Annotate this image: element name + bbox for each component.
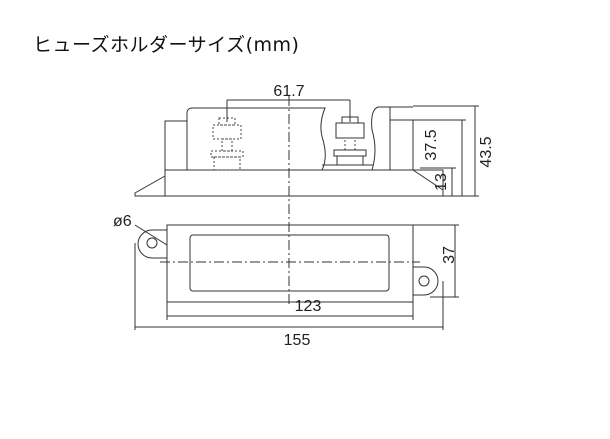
dim-body-height: 37.5 (423, 129, 440, 160)
right-mount-tab (413, 266, 439, 296)
page-title: ヒューズホルダーサイズ(mm) (33, 34, 300, 56)
dim-hole-diameter: ø6 (113, 213, 132, 230)
base (164, 169, 444, 197)
terminal-left (210, 117, 244, 171)
dim-base-height: 13 (433, 173, 450, 191)
right-block (389, 119, 414, 171)
dim-total-length: 155 (284, 332, 311, 349)
outer-body (166, 224, 414, 303)
left-mount-hole (146, 237, 158, 249)
dim-body-length: 123 (295, 298, 322, 315)
dim-width: 37 (441, 246, 458, 264)
dim-terminal-spacing: 61.7 (273, 83, 304, 100)
right-mount-hole (418, 275, 430, 287)
left-block (164, 120, 188, 171)
top-view: ø6 37 123 155 (113, 213, 459, 349)
body-left (186, 107, 326, 171)
terminal-right (333, 116, 367, 166)
left-mount-tab (137, 229, 167, 259)
side-view: 61.7 43.5 37.5 13 (134, 83, 495, 197)
right-ramp (412, 169, 444, 196)
inner-window (189, 234, 390, 292)
dim-total-height: 43.5 (478, 136, 495, 167)
left-ramp (134, 175, 166, 197)
